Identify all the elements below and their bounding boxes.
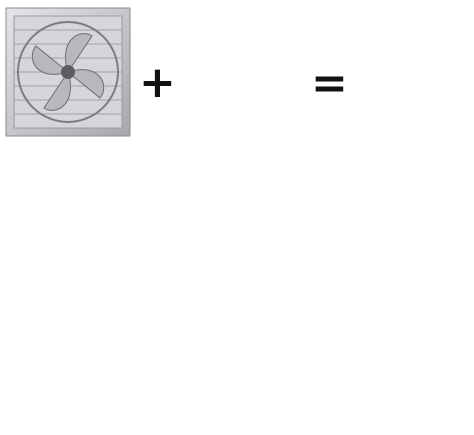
equals-sign: = <box>311 58 348 109</box>
plus-sign: + <box>139 57 176 108</box>
exhaust-fan-icon <box>5 7 131 137</box>
